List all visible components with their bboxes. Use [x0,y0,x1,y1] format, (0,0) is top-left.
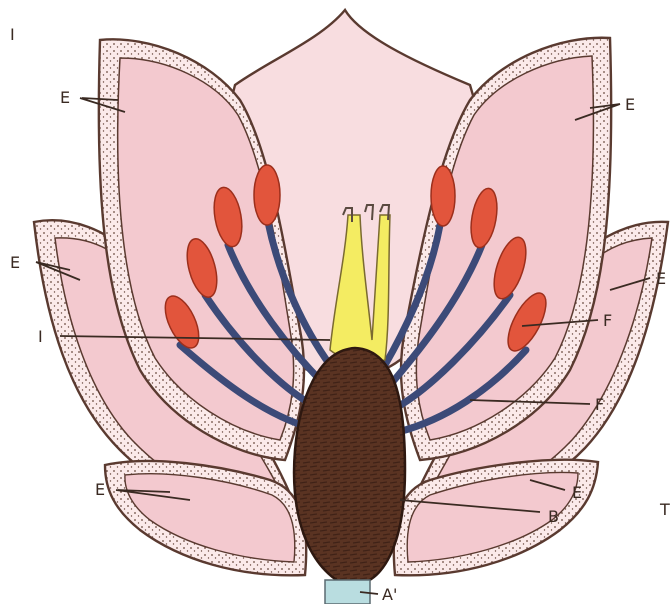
label-i: I [38,327,43,346]
label-e-mid-left: E [10,253,20,272]
label-e-upper-left: E [60,88,70,107]
label-e-mid-right: E [656,269,666,288]
label-e-lower-left: E [95,480,105,499]
ovary-body [294,348,405,585]
label-e-upper-right: E [625,95,635,114]
anther [431,166,455,226]
label-right-edge-partial: T [659,500,670,519]
label-f-lower: F [595,395,604,414]
label-b: B [548,507,559,526]
label-f-upper: F [603,311,612,330]
label-e-lower-right: E [572,483,582,502]
corner-mark: I [10,25,15,44]
label-a-prime: A' [382,585,397,604]
anther [254,165,280,225]
